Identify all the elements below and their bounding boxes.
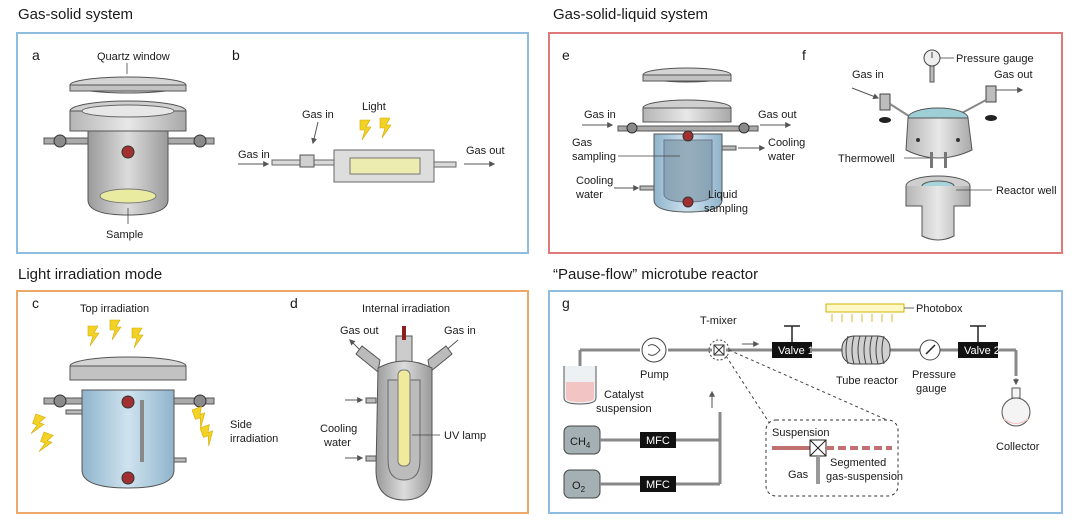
liquid-sampling-label-2: sampling xyxy=(704,203,748,215)
valve-2-label: Valve 2 xyxy=(964,345,1000,357)
panel-f: f Pressure gauge Gas in Gas out Thermowe… xyxy=(802,47,1057,241)
panel-c: c Top irradiation Side irradiation xyxy=(28,295,278,489)
panel-d-letter: d xyxy=(290,295,298,311)
pressure-gauge-label-g-2: gauge xyxy=(916,383,947,395)
pressure-gauge-label-f: Pressure gauge xyxy=(956,53,1034,65)
ch4-label: CH4 xyxy=(570,436,591,450)
gas-out-label-f: Gas out xyxy=(994,69,1033,81)
cooling-water-left-1: Cooling xyxy=(576,175,613,187)
gas-sampling-label-2: sampling xyxy=(572,151,616,163)
panel-f-letter: f xyxy=(802,47,806,63)
gas-in-label-f: Gas in xyxy=(852,69,884,81)
panel-g-letter: g xyxy=(562,295,570,311)
panel-frame-light-mode xyxy=(16,290,529,514)
gas-out-label-b: Gas out xyxy=(466,145,505,157)
cooling-water-label-d-1: Cooling xyxy=(320,423,357,435)
panel-frame-pause-flow xyxy=(548,290,1063,514)
side-irradiation-label-2: irradiation xyxy=(230,433,278,445)
photobox-label: Photobox xyxy=(916,303,963,315)
panel-c-letter: c xyxy=(32,295,39,311)
panel-g: g Catalyst suspension Pump T-mixer Valve… xyxy=(562,295,1040,499)
suspension-label: Suspension xyxy=(772,427,830,439)
light-label: Light xyxy=(362,101,386,113)
gas-in-top-label: Gas in xyxy=(302,109,334,121)
cooling-water-label-d-2: water xyxy=(323,437,351,449)
cooling-water-left-2: water xyxy=(575,189,603,201)
segmented-label-1: Segmented xyxy=(830,457,886,469)
panel-d: d Internal irradiation Gas out Gas in Co… xyxy=(290,295,486,501)
catalyst-label-2: suspension xyxy=(596,403,652,415)
gas-in-label-d: Gas in xyxy=(444,325,476,337)
pump-label: Pump xyxy=(640,369,669,381)
panel-a: a Quartz window Sample xyxy=(32,47,215,241)
side-irradiation-label-1: Side xyxy=(230,419,252,431)
valve-1-label: Valve 1 xyxy=(778,345,814,357)
top-irradiation-label: Top irradiation xyxy=(80,303,149,315)
panel-e: e Gas in Gas out Gas sampling Cooling wa… xyxy=(562,47,805,215)
reactor-well-label: Reactor well xyxy=(996,185,1057,197)
gas-label-inset: Gas xyxy=(788,469,809,481)
panel-b-letter: b xyxy=(232,47,240,63)
liquid-sampling-label-1: Liquid xyxy=(708,189,737,201)
uv-lamp-label: UV lamp xyxy=(444,430,486,442)
sample-label: Sample xyxy=(106,229,143,241)
segmented-label-2: gas-suspension xyxy=(826,471,903,483)
quartz-window-label: Quartz window xyxy=(97,51,170,63)
thermowell-label: Thermowell xyxy=(838,153,895,165)
gas-out-label-e: Gas out xyxy=(758,109,797,121)
panel-frame-gas-solid xyxy=(16,32,529,254)
catalyst-label-1: Catalyst xyxy=(604,389,644,401)
gas-sampling-label-1: Gas xyxy=(572,137,593,149)
panel-frame-gas-solid-liquid xyxy=(548,32,1063,254)
tmixer-label: T-mixer xyxy=(700,315,737,327)
panel-e-letter: e xyxy=(562,47,570,63)
o2-label: O2 xyxy=(572,480,586,494)
internal-irradiation-label: Internal irradiation xyxy=(362,303,450,315)
cooling-water-right-1: Cooling xyxy=(768,137,805,149)
mfc-2-label: MFC xyxy=(646,479,670,491)
gas-in-left-label: Gas in xyxy=(238,149,270,161)
section-title-pause-flow: “Pause-flow” microtube reactor xyxy=(553,266,759,283)
panel-a-letter: a xyxy=(32,47,40,63)
collector-label: Collector xyxy=(996,441,1040,453)
pressure-gauge-label-g-1: Pressure xyxy=(912,369,956,381)
section-title-light-mode: Light irradiation mode xyxy=(18,266,163,283)
panel-b: b Gas in Light Gas in Gas out xyxy=(232,47,505,183)
gas-in-label-e: Gas in xyxy=(584,109,616,121)
section-title-gas-solid-liquid: Gas-solid-liquid system xyxy=(553,6,709,23)
cooling-water-right-2: water xyxy=(767,151,795,163)
gas-out-label-d: Gas out xyxy=(340,325,379,337)
mfc-1-label: MFC xyxy=(646,435,670,447)
tube-reactor-label: Tube reactor xyxy=(836,375,898,387)
section-title-gas-solid: Gas-solid system xyxy=(18,6,134,23)
